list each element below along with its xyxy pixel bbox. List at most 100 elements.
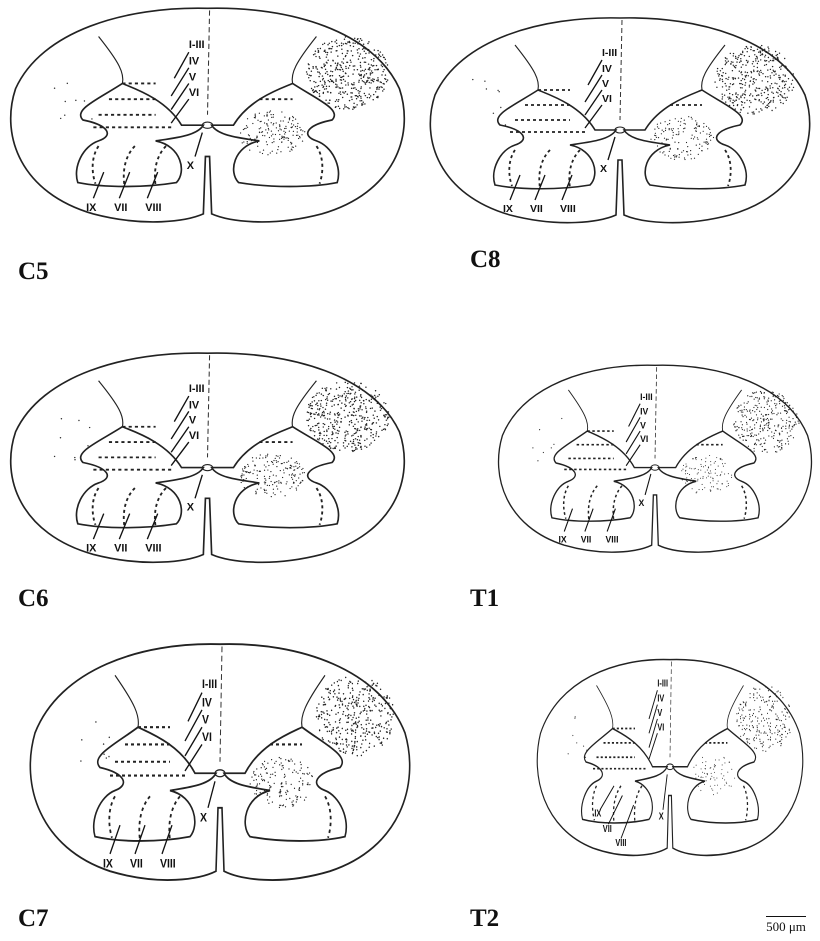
gray-matter-left — [94, 727, 216, 841]
segment-label: T1 — [470, 585, 499, 613]
lamina-label: V — [189, 415, 197, 427]
lamina-leader-line — [585, 105, 602, 128]
gray-matter-right — [224, 727, 346, 841]
lamina-leader-line — [585, 90, 602, 115]
lamina-leader-line — [174, 396, 189, 422]
lamina-label: I-III — [657, 677, 668, 688]
lamina-label: I-III — [640, 392, 653, 402]
gray-matter-left — [76, 83, 203, 186]
lamina-label: IX — [594, 807, 601, 818]
lamina-label: VIII — [145, 202, 161, 214]
lamina-boundary — [139, 796, 150, 840]
dorsal-median-septum — [655, 367, 657, 458]
segment-label: C7 — [18, 905, 49, 933]
cord-outline — [11, 8, 405, 222]
lamina-label: VII — [530, 203, 543, 215]
lamina-leader-line — [608, 137, 615, 160]
dorsal-median-septum — [208, 355, 210, 457]
lamina-label: VI — [202, 731, 212, 744]
segment-label: C6 — [18, 585, 49, 613]
dorsal-median-septum — [620, 20, 622, 120]
lamina-leader-line — [171, 427, 189, 453]
lamina-label: IV — [189, 56, 200, 68]
lamina-label: VII — [114, 542, 127, 554]
gray-matter-left — [494, 90, 616, 189]
gray-matter-right — [658, 431, 759, 521]
lamina-label: VI — [189, 430, 199, 442]
lamina-label: VIII — [160, 858, 176, 871]
cord-outline — [30, 644, 409, 880]
lamina-boundary — [155, 488, 166, 527]
dorsal-root-boundary-right — [292, 381, 316, 427]
dorsal-root-boundary-right — [292, 37, 316, 84]
lamina-boundary-right — [316, 146, 322, 184]
lamina-leader-line — [195, 133, 202, 157]
lamina-label: IX — [103, 858, 113, 871]
lamina-leader-line — [174, 52, 189, 78]
dorsal-median-septum — [208, 10, 210, 114]
gray-matter-left — [551, 431, 652, 521]
lamina-boundary — [93, 146, 99, 184]
lamina-label: IV — [640, 406, 649, 416]
lamina-boundary — [155, 146, 166, 186]
lamina-label: VII — [581, 534, 592, 544]
dorsal-root-boundary-left — [515, 45, 538, 90]
lamina-label: VI — [657, 721, 664, 732]
lamina-boundary-right — [744, 786, 748, 820]
scale-bar-label: 500 μm — [756, 919, 816, 935]
gray-matter-right — [212, 427, 339, 528]
lamina-leader-line — [649, 733, 657, 759]
lamina-boundary-right — [316, 488, 322, 525]
lamina-label: IV — [202, 697, 212, 710]
lamina-label: VIII — [606, 534, 619, 544]
lamina-label: X — [639, 498, 645, 508]
lamina-leader-line — [626, 417, 640, 442]
lamina-leader-line — [185, 710, 202, 741]
lamina-leader-line — [629, 404, 641, 427]
lamina-leader-line — [185, 727, 202, 756]
lamina-label: V — [189, 71, 197, 83]
gray-matter-right — [673, 729, 759, 823]
lamina-label: V — [602, 78, 609, 90]
lamina-leader-line — [171, 99, 189, 123]
lamina-leader-line — [663, 774, 667, 809]
segment-label: T2 — [470, 905, 499, 933]
lamina-label: V — [657, 707, 662, 718]
lamina-label: IV — [602, 63, 612, 75]
lamina-boundary — [569, 150, 580, 188]
lamina-label: IX — [503, 203, 513, 215]
cord-outline — [537, 660, 803, 856]
lamina-boundary — [588, 486, 597, 521]
dorsal-median-septum — [670, 662, 671, 758]
cord-outline — [11, 353, 405, 562]
lamina-leader-line — [649, 690, 657, 719]
lamina-boundary — [614, 786, 621, 822]
lamina-boundary — [169, 796, 180, 840]
lamina-label: VII — [603, 823, 612, 834]
lamina-leader-line — [195, 475, 202, 499]
segment-label: C5 — [18, 258, 49, 286]
lamina-leader-line — [626, 445, 640, 466]
lamina-leader-line — [649, 705, 657, 734]
dorsal-root-boundary-left — [99, 381, 123, 427]
lamina-leader-line — [188, 693, 202, 722]
lamina-boundary — [124, 488, 135, 527]
dorsal-root-boundary-right — [702, 45, 725, 90]
lamina-label: VIII — [615, 837, 626, 848]
lamina-label: I-III — [202, 678, 217, 691]
lamina-boundary — [93, 488, 99, 525]
lamina-leader-line — [171, 442, 189, 466]
lamina-label: IX — [86, 202, 97, 214]
lamina-boundary-right — [742, 486, 747, 519]
lamina-label: VIII — [145, 542, 161, 554]
lamina-boundary — [509, 150, 515, 186]
lamina-label: V — [640, 420, 647, 430]
lamina-label: X — [187, 160, 195, 172]
lamina-leader-line — [171, 83, 189, 109]
